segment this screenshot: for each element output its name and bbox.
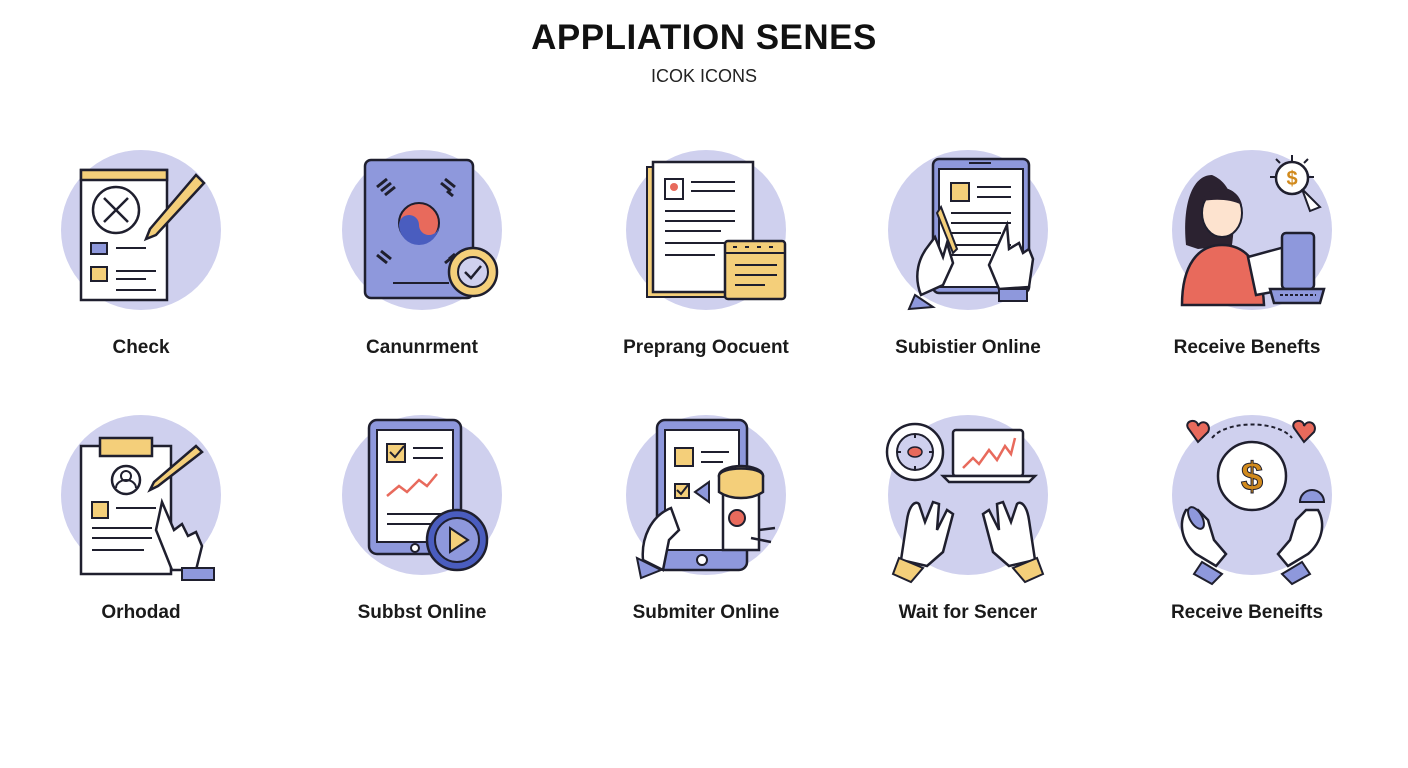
step-label: Canunrment xyxy=(366,337,478,358)
step-tile-preprang-oocuent[interactable]: Preprang Oocuent xyxy=(571,145,841,385)
step-label: Receive Beneifts xyxy=(1170,602,1324,623)
step-label: Check xyxy=(112,337,170,358)
hands-laptop-chart-icon xyxy=(873,410,1063,590)
profile-document-hand-icon xyxy=(46,410,236,590)
step-label: Subbst Online xyxy=(357,602,487,623)
hands-dollar-coin-icon: $ xyxy=(1152,410,1342,590)
step-tile-subistier-online[interactable]: Subistier Online xyxy=(833,145,1103,385)
step-label: Subistier Online xyxy=(895,337,1041,358)
woman-laptop-dollar-icon: $ xyxy=(1152,145,1342,325)
step-tile-submiter-online[interactable]: Submiter Online xyxy=(571,410,841,650)
tablet-hands-icon xyxy=(873,145,1063,325)
page-subtitle: ICOK ICONS xyxy=(650,66,757,86)
tablet-cylinder-hand-icon xyxy=(611,410,801,590)
step-tile-orhodad[interactable]: Orhodad xyxy=(6,410,276,650)
svg-text:$: $ xyxy=(1241,455,1263,499)
flag-document-check-icon xyxy=(327,145,517,325)
step-label: Wait for Sencer xyxy=(898,602,1038,623)
svg-text:$: $ xyxy=(1286,168,1297,190)
step-tile-wait-for-sencer[interactable]: Wait for Sencer xyxy=(833,410,1103,650)
page-title: APPLIATION SENES xyxy=(531,18,877,57)
step-tile-receive-benefts[interactable]: $ Receive Benefts xyxy=(1112,145,1382,385)
step-tile-receive-beneifts[interactable]: $ Receive Beneifts xyxy=(1112,410,1382,650)
step-label: Submiter Online xyxy=(632,602,780,623)
step-label: Receive Benefts xyxy=(1173,337,1321,358)
step-tile-check[interactable]: Check xyxy=(6,145,276,385)
tablet-chart-play-icon xyxy=(327,410,517,590)
checklist-pencil-icon xyxy=(46,145,236,325)
step-tile-canunrment[interactable]: Canunrment xyxy=(287,145,557,385)
step-label: Preprang Oocuent xyxy=(623,337,789,358)
documents-calendar-icon xyxy=(611,145,801,325)
step-tile-subbst-online[interactable]: Subbst Online xyxy=(287,410,557,650)
step-label: Orhodad xyxy=(101,602,181,623)
